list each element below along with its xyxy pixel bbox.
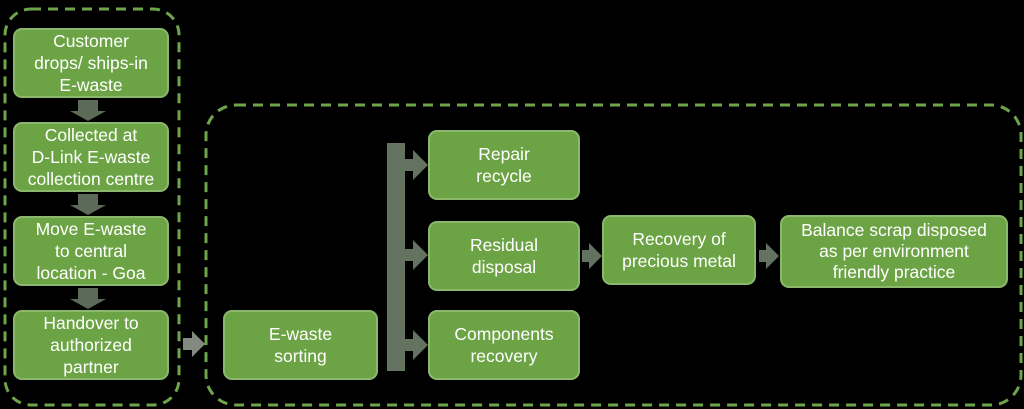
processing-group-border <box>204 103 1023 407</box>
step-collected-centre: Collected at D-Link E-waste collection c… <box>13 122 169 192</box>
arrow-right-icon <box>405 330 428 360</box>
arrow-down-icon <box>70 288 106 309</box>
step-recovery-precious-metal: Recovery of precious metal <box>602 215 756 285</box>
arrow-right-icon <box>405 240 428 270</box>
step-customer-drops: Customer drops/ ships-in E-waste <box>13 28 169 98</box>
arrow-down-icon <box>70 194 106 215</box>
step-move-goa: Move E-waste to central location - Goa <box>13 216 169 286</box>
step-repair-recycle: Repair recycle <box>428 130 580 200</box>
step-components-recovery: Components recovery <box>428 310 580 380</box>
step-residual-disposal: Residual disposal <box>428 221 580 291</box>
arrow-right-icon <box>582 243 602 269</box>
arrow-right-icon <box>405 150 428 180</box>
arrow-right-icon <box>759 243 779 269</box>
collection-group-border <box>3 7 181 407</box>
step-handover-partner: Handover to authorized partner <box>13 310 169 380</box>
arrow-down-icon <box>70 100 106 121</box>
step-balance-scrap-disposed: Balance scrap disposed as per environmen… <box>780 215 1008 288</box>
branch-connector-bar <box>387 143 405 371</box>
step-ewaste-sorting: E-waste sorting <box>223 310 378 380</box>
arrow-right-icon <box>183 331 205 357</box>
